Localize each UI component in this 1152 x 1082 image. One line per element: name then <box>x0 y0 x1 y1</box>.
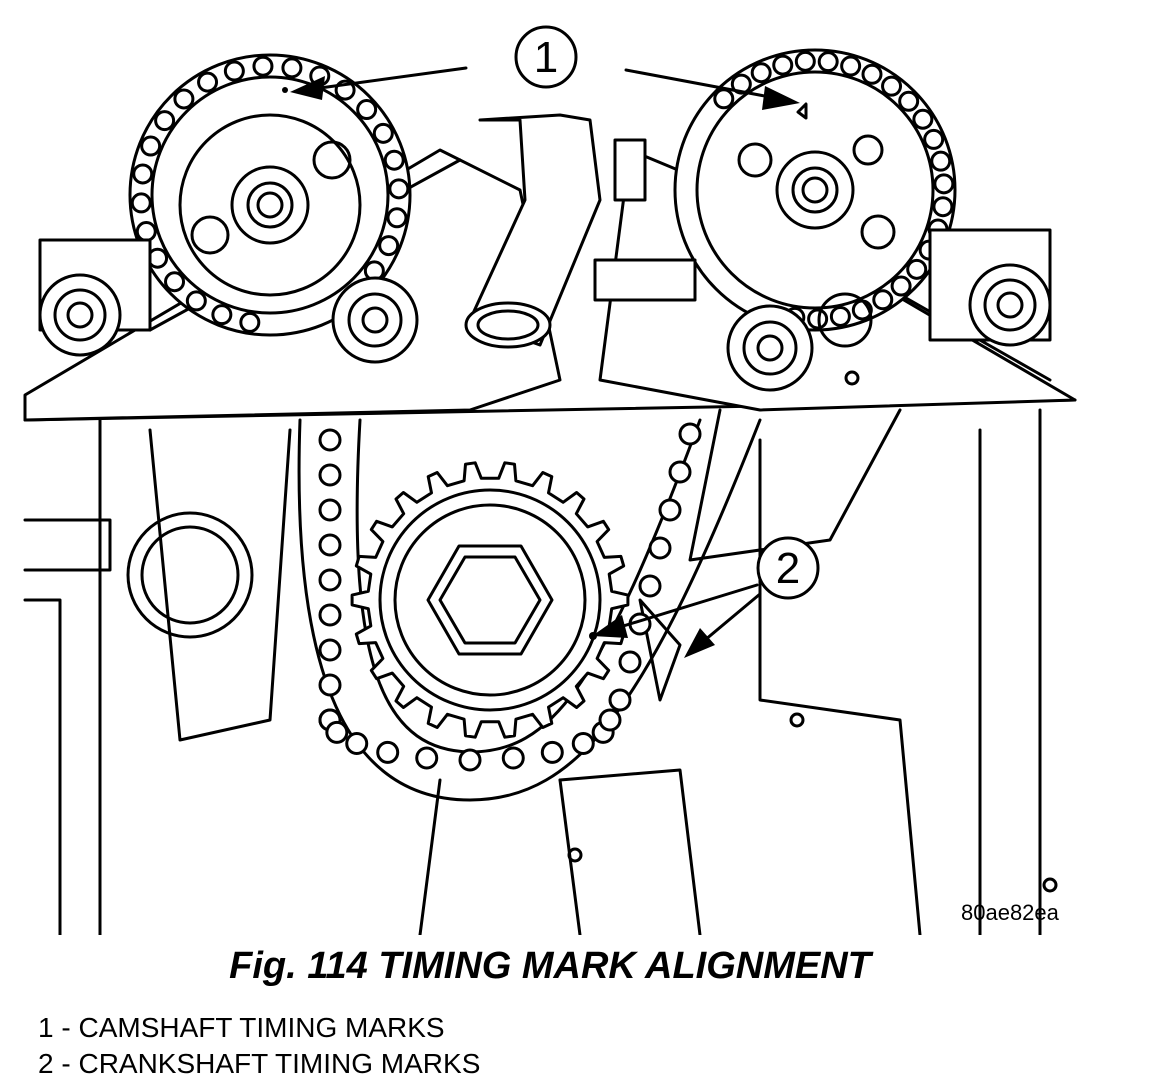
left-cam-sprocket <box>128 53 412 337</box>
chain-roller <box>154 110 176 132</box>
left-idler-pulleys <box>38 238 419 364</box>
chain-roller <box>318 533 342 557</box>
crank-sprocket <box>350 461 630 739</box>
right-cam-sprocket <box>673 48 957 332</box>
chain-roller <box>173 88 195 110</box>
chain-roller <box>930 150 952 172</box>
chain-roller <box>378 235 400 257</box>
chain-roller <box>890 275 912 297</box>
callout-1-left-arrowhead <box>290 76 325 100</box>
legend-item: 1 - CAMSHAFT TIMING MARKS <box>38 1010 480 1046</box>
chain-roller <box>668 460 692 484</box>
callout-2-number: 2 <box>776 544 800 593</box>
chain-roller <box>881 75 903 97</box>
chain-roller <box>750 62 772 84</box>
chain-roller <box>223 60 245 82</box>
chain-roller <box>281 57 303 79</box>
chain-roller <box>185 290 207 312</box>
chain-roller <box>239 311 261 333</box>
legend-text: CAMSHAFT TIMING MARKS <box>78 1012 445 1043</box>
chain-roller <box>211 304 233 326</box>
chain-roller <box>648 536 672 560</box>
callout-1-number: 1 <box>534 33 558 82</box>
chain-roller <box>372 122 394 144</box>
right-cam-timing-mark <box>796 102 808 120</box>
chain-roller <box>318 463 342 487</box>
chain-roller <box>325 720 349 744</box>
chain-roller <box>135 220 157 242</box>
figure-reference-code: 80ae82ea <box>961 900 1059 925</box>
chain-roller <box>794 50 816 72</box>
chain-roller <box>933 173 955 195</box>
chain-roller <box>386 207 408 229</box>
chain-roller <box>318 498 342 522</box>
chain-roller <box>772 54 794 76</box>
chain-roller <box>906 258 928 280</box>
chain-roller <box>898 90 920 112</box>
chain-roller <box>861 63 883 85</box>
legend: 1 - CAMSHAFT TIMING MARKS 2 - CRANKSHAFT… <box>38 1010 480 1082</box>
chain-roller <box>608 688 632 712</box>
chain-roller <box>501 746 525 770</box>
center-pipe <box>464 113 697 349</box>
chain-roller <box>318 638 342 662</box>
chain-roller <box>817 51 839 73</box>
chain-roller <box>345 732 369 756</box>
chain-roller <box>540 740 564 764</box>
chain-roller <box>197 71 219 93</box>
chain-roller <box>829 305 851 327</box>
chain-roller <box>912 108 934 130</box>
chain-roller <box>713 88 735 110</box>
chain-roller <box>658 498 682 522</box>
legend-separator: - <box>61 1048 71 1079</box>
engine-timing-diagram: 1 2 <box>23 25 1077 935</box>
chain-roller <box>571 732 595 756</box>
chain-roller <box>923 128 945 150</box>
chain-roller <box>388 178 410 200</box>
figure-caption: Fig. 114 TIMING MARK ALIGNMENT <box>229 945 871 987</box>
chain-roller <box>318 673 342 697</box>
legend-separator: - <box>61 1012 71 1043</box>
chain-roller <box>638 574 662 598</box>
callout-1: 1 <box>290 25 800 110</box>
chain-roller <box>415 746 439 770</box>
chain-roller <box>872 289 894 311</box>
chain-roller <box>678 422 702 446</box>
chain-roller <box>164 271 186 293</box>
legend-number: 2 <box>38 1048 54 1079</box>
chain-roller <box>130 192 152 214</box>
legend-number: 1 <box>38 1012 54 1043</box>
chain-roller <box>318 568 342 592</box>
chain-roller <box>318 603 342 627</box>
chain-roller <box>598 708 622 732</box>
chain-roller <box>618 650 642 674</box>
chain-roller <box>376 740 400 764</box>
chain-roller <box>252 55 274 77</box>
callout-1-right-arrowhead <box>762 86 800 110</box>
chain-roller <box>356 99 378 121</box>
chain-roller <box>932 196 954 218</box>
callout-2-left-arrowhead <box>592 615 628 638</box>
crank-timing-chain <box>297 418 762 802</box>
callout-2-right-arrowhead <box>684 628 715 658</box>
callout-2: 2 <box>592 536 820 658</box>
chain-roller <box>383 149 405 171</box>
legend-item: 2 - CRANKSHAFT TIMING MARKS <box>38 1046 480 1082</box>
legend-text: CRANKSHAFT TIMING MARKS <box>78 1048 481 1079</box>
chain-roller <box>458 748 482 772</box>
chain-roller <box>840 55 862 77</box>
chain-roller <box>132 163 154 185</box>
left-cam-timing-mark <box>282 87 288 93</box>
chain-roller <box>140 135 162 157</box>
chain-roller <box>318 428 342 452</box>
right-idler-pulleys <box>726 228 1052 392</box>
